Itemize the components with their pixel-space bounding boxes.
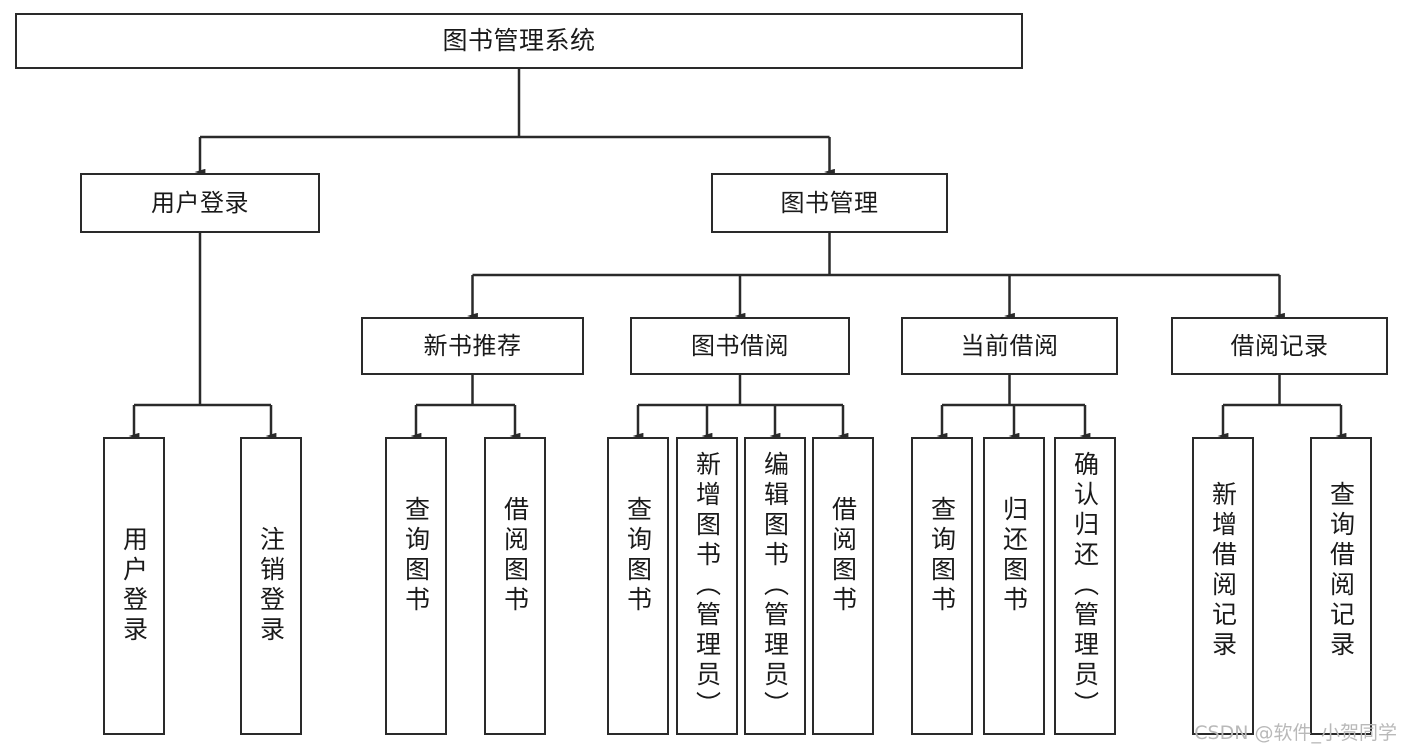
node-leaf-add-record[interactable]: 新增借阅记录 bbox=[1192, 437, 1254, 735]
node-current-borrow[interactable]: 当前借阅 bbox=[901, 317, 1118, 375]
node-borrow-record[interactable]: 借阅记录 bbox=[1171, 317, 1388, 375]
node-user-login[interactable]: 用户登录 bbox=[80, 173, 320, 233]
node-label: 查询图书 bbox=[927, 496, 957, 616]
node-book-borrow[interactable]: 图书借阅 bbox=[630, 317, 850, 375]
node-label-wrapper: 确认归还（管理员） bbox=[1056, 439, 1114, 733]
node-leaf-add-book[interactable]: 新增图书（管理员） bbox=[676, 437, 738, 735]
node-leaf-edit-book[interactable]: 编辑图书（管理员） bbox=[744, 437, 806, 735]
node-leaf-user-login[interactable]: 用户登录 bbox=[103, 437, 165, 735]
node-label-wrapper: 查询图书 bbox=[609, 409, 667, 703]
node-leaf-logout[interactable]: 注销登录 bbox=[240, 437, 302, 735]
node-label: 编辑图书（管理员） bbox=[760, 451, 790, 721]
node-label: 借阅记录 bbox=[1230, 331, 1329, 360]
node-label: 新增图书（管理员） bbox=[692, 451, 722, 721]
node-label-wrapper: 查询图书 bbox=[913, 409, 971, 703]
node-label-wrapper: 编辑图书（管理员） bbox=[746, 439, 804, 733]
node-label-wrapper: 查询借阅记录 bbox=[1312, 424, 1370, 718]
node-label-wrapper: 用户登录 bbox=[105, 439, 163, 733]
node-leaf-borrow-book-2[interactable]: 借阅图书 bbox=[812, 437, 874, 735]
node-leaf-query-book-1[interactable]: 查询图书 bbox=[385, 437, 447, 735]
node-label: 确认归还（管理员） bbox=[1070, 451, 1100, 721]
node-label: 图书管理 bbox=[780, 188, 879, 217]
node-label: 当前借阅 bbox=[960, 331, 1059, 360]
node-label: 借阅图书 bbox=[500, 496, 530, 616]
node-label: 查询图书 bbox=[401, 496, 431, 616]
node-label: 新书推荐 bbox=[423, 331, 522, 360]
node-label: 借阅图书 bbox=[828, 496, 858, 616]
node-label: 查询图书 bbox=[623, 496, 653, 616]
node-leaf-return-book[interactable]: 归还图书 bbox=[983, 437, 1045, 735]
node-label-wrapper: 注销登录 bbox=[242, 439, 300, 733]
node-leaf-confirm-return[interactable]: 确认归还（管理员） bbox=[1054, 437, 1116, 735]
node-label: 用户登录 bbox=[151, 188, 249, 217]
node-label-wrapper: 借阅图书 bbox=[486, 409, 544, 703]
node-label: 新增借阅记录 bbox=[1208, 481, 1238, 661]
node-label-wrapper: 新增借阅记录 bbox=[1194, 424, 1252, 718]
node-label: 查询借阅记录 bbox=[1326, 481, 1356, 661]
node-label: 图书借阅 bbox=[691, 331, 789, 360]
node-leaf-query-record[interactable]: 查询借阅记录 bbox=[1310, 437, 1372, 735]
node-leaf-borrow-book-1[interactable]: 借阅图书 bbox=[484, 437, 546, 735]
node-label: 用户登录 bbox=[119, 526, 149, 646]
node-label: 图书管理系统 bbox=[442, 26, 596, 56]
node-label-wrapper: 归还图书 bbox=[985, 409, 1043, 703]
node-leaf-query-book-2[interactable]: 查询图书 bbox=[607, 437, 669, 735]
node-label: 注销登录 bbox=[256, 526, 286, 646]
node-label-wrapper: 借阅图书 bbox=[814, 409, 872, 703]
node-label: 归还图书 bbox=[999, 496, 1029, 616]
node-root[interactable]: 图书管理系统 bbox=[15, 13, 1023, 69]
node-book-manage[interactable]: 图书管理 bbox=[711, 173, 948, 233]
node-label-wrapper: 新增图书（管理员） bbox=[678, 439, 736, 733]
node-new-book-rec[interactable]: 新书推荐 bbox=[361, 317, 584, 375]
node-leaf-query-book-3[interactable]: 查询图书 bbox=[911, 437, 973, 735]
node-label-wrapper: 查询图书 bbox=[387, 409, 445, 703]
